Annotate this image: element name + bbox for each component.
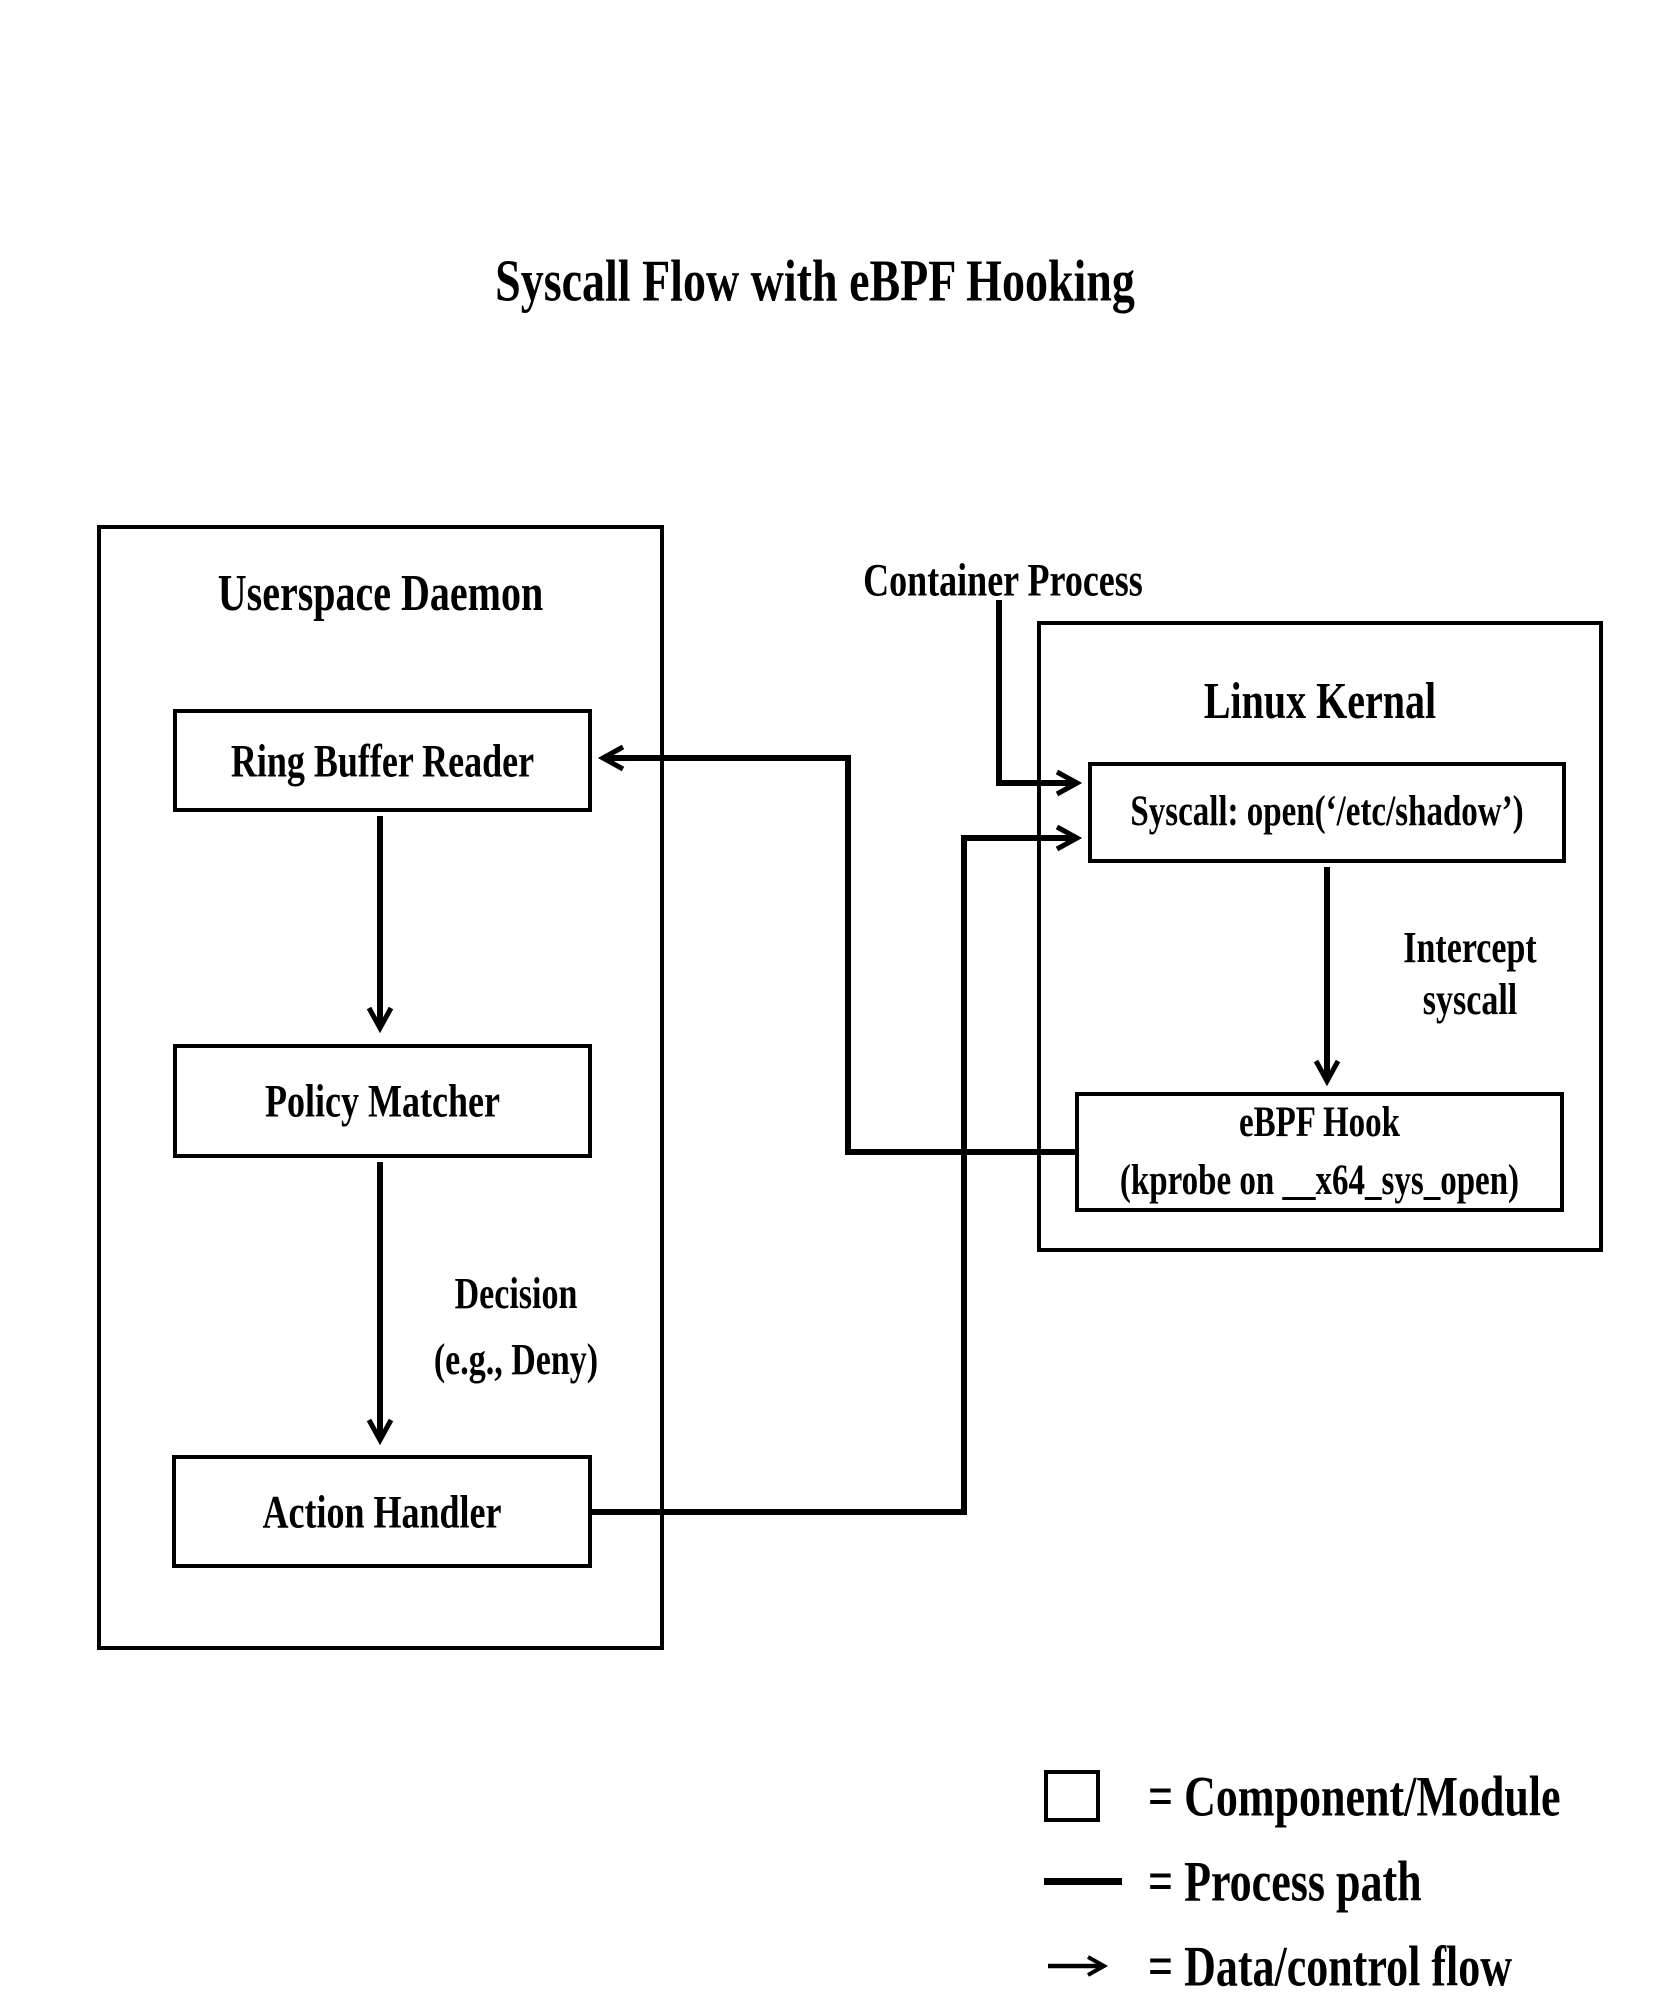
page-title-text: Syscall Flow with eBPF Hooking xyxy=(495,246,1135,314)
component-box-icon xyxy=(1044,1770,1100,1822)
container-process-label: Container Process xyxy=(843,548,1163,612)
decision-line1: Decision xyxy=(454,1270,578,1319)
ebpf-hook-line2: (kprobe on __x64_sys_open) xyxy=(1119,1157,1520,1205)
ring-buffer-reader-box: Ring Buffer Reader xyxy=(173,709,592,812)
legend-label-data-flow: = Data/control flow xyxy=(1148,1934,1512,1998)
legend-row-process-path: = Process path xyxy=(1044,1849,1422,1913)
legend-glyph-component xyxy=(1044,1770,1148,1822)
legend-row-component: = Component/Module xyxy=(1044,1764,1561,1828)
legend-glyph-data-flow xyxy=(1044,1949,1148,1983)
intercept-line1: Intercept xyxy=(1403,924,1537,973)
legend-label-component: = Component/Module xyxy=(1148,1764,1561,1828)
ebpf-hook-line1: eBPF Hook xyxy=(1238,1099,1401,1147)
userspace-daemon-label: Userspace Daemon xyxy=(97,560,664,624)
action-handler-box: Action Handler xyxy=(172,1455,592,1568)
container-process-text: Container Process xyxy=(863,554,1143,606)
ebpf-to-rbr-arrow xyxy=(597,744,1075,1155)
decision-annotation: Decision (e.g., Deny) xyxy=(396,1258,636,1398)
legend-glyph-process-path xyxy=(1044,1877,1148,1885)
intercept-line2: syscall xyxy=(1422,976,1518,1025)
policy-matcher-label: Policy Matcher xyxy=(265,1075,500,1127)
page-title: Syscall Flow with eBPF Hooking xyxy=(300,240,1330,320)
ebpf-hook-box: eBPF Hook (kprobe on __x64_sys_open) xyxy=(1075,1092,1564,1212)
data-flow-arrow-icon xyxy=(1048,1955,1109,1977)
syscall-box: Syscall: open(‘/etc/shadow’) xyxy=(1088,762,1566,863)
action-to-syscall-arrow xyxy=(592,824,1083,1515)
process-path-line-icon xyxy=(1044,1877,1122,1885)
ring-buffer-reader-label: Ring Buffer Reader xyxy=(230,734,535,787)
linux-kernal-label: Linux Kernal xyxy=(1037,668,1603,732)
userspace-daemon-label-text: Userspace Daemon xyxy=(217,562,544,622)
decision-line2: (e.g., Deny) xyxy=(433,1336,599,1385)
syscall-box-label: Syscall: open(‘/etc/shadow’) xyxy=(1130,788,1524,836)
legend-label-process-path: = Process path xyxy=(1148,1849,1422,1913)
action-handler-label: Action Handler xyxy=(262,1485,502,1538)
policy-matcher-box: Policy Matcher xyxy=(173,1044,592,1158)
intercept-annotation: Intercept syscall xyxy=(1370,920,1570,1030)
linux-kernal-label-text: Linux Kernal xyxy=(1203,670,1437,730)
legend-row-data-flow: = Data/control flow xyxy=(1044,1934,1512,1998)
